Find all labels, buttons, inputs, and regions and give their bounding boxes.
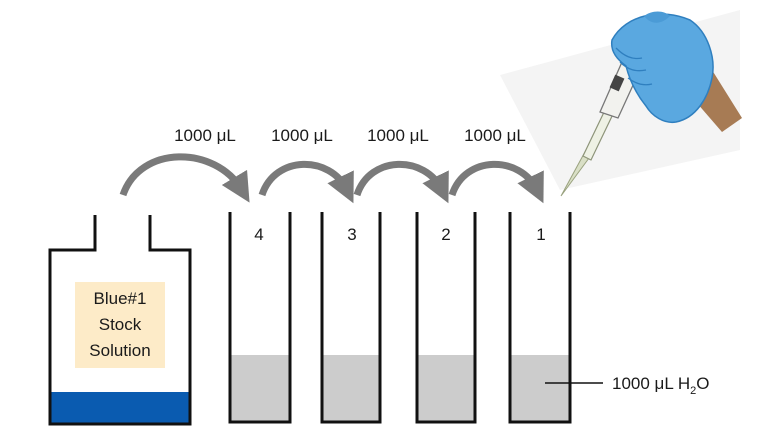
tube-outline (415, 212, 477, 424)
stock-bottle (48, 215, 192, 426)
transfer-volume-label: 1000 μL (367, 126, 429, 145)
water-label-subscript: 2 (690, 385, 696, 397)
stock-solution-label: Blue#1 Stock Solution (75, 282, 165, 368)
stock-liquid (50, 392, 190, 424)
water-fill (230, 355, 290, 422)
bottle-outline (48, 215, 192, 426)
tube-outline (508, 212, 572, 424)
transfer-volume-label: 1000 μL (271, 126, 333, 145)
water-volume-label: 1000 μL H2O (612, 374, 710, 397)
tube-outline (228, 212, 292, 424)
tube-4: 4 (228, 212, 292, 424)
pipette-display (609, 74, 625, 92)
water-fill (322, 355, 380, 422)
tube-number: 2 (441, 225, 450, 244)
tube-number: 1 (536, 225, 545, 244)
tube-3: 3 (320, 212, 382, 424)
transfer-arrow (258, 160, 354, 204)
water-label-prefix: 1000 μL H (612, 374, 690, 393)
tube-number: 4 (254, 225, 263, 244)
water-fill (510, 355, 570, 422)
pipette-icon (560, 24, 651, 197)
tube-outline (320, 212, 382, 424)
gloved-hand-icon (610, 11, 742, 132)
water-label-suffix: O (696, 374, 709, 393)
transfer-volume-label: 1000 μL (464, 126, 526, 145)
stock-label-line-3: Solution (89, 341, 151, 360)
transfer-arrow (448, 160, 544, 204)
transfer-arrow (353, 160, 449, 204)
tube-1: 1 (508, 212, 572, 424)
glove-finger-lines (615, 47, 653, 86)
transfer-arrow (119, 153, 250, 203)
stock-label-line-2: Stock (98, 315, 142, 334)
tube-2: 2 (415, 212, 477, 424)
transfer-volume-label: 1000 μL (174, 126, 236, 145)
stock-label-line-1: Blue#1 (93, 289, 147, 308)
tube-number: 3 (347, 225, 356, 244)
glove-thumb (644, 11, 670, 23)
water-fill (417, 355, 475, 422)
